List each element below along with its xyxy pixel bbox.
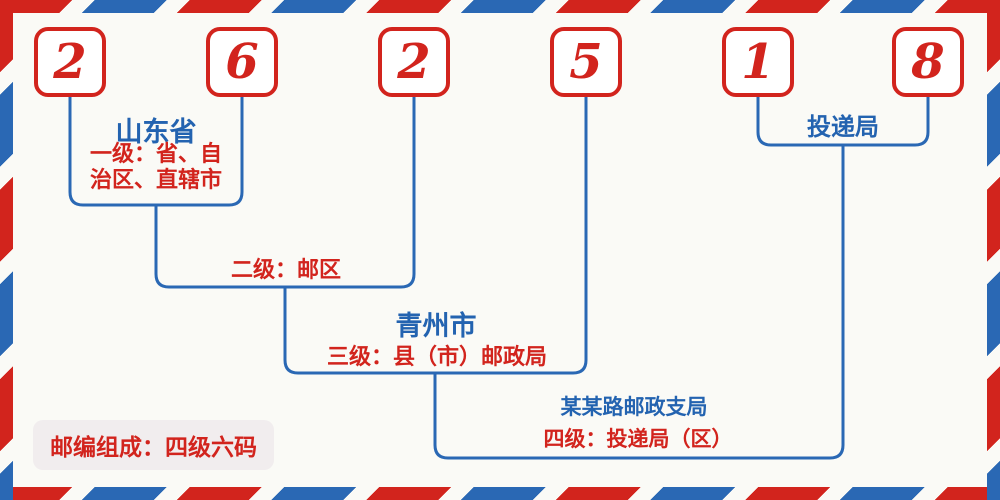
postal-digit-box-3: 2: [378, 27, 450, 97]
bracket-delivery: [756, 95, 930, 147]
postal-digit: 6: [225, 34, 259, 90]
level1-desc-label: 一级：省、自 治区、直辖市: [89, 142, 223, 193]
postal-digit: 8: [911, 34, 945, 90]
postal-digit-box-1: 2: [34, 27, 106, 97]
postal-code-composition-badge: 邮编组成：四级六码: [33, 420, 274, 470]
level2-desc-label: 二级：邮区: [230, 258, 342, 283]
badge-text: 邮编组成：四级六码: [50, 435, 257, 461]
airmail-stripe-border-left: [0, 0, 13, 500]
postal-digit-box-5: 1: [722, 27, 794, 97]
postal-digit: 2: [397, 34, 431, 90]
level3-desc-label: 三级：县（市）邮政局: [326, 345, 548, 370]
postal-digit-box-4: 5: [550, 27, 622, 97]
level4-desc-label: 四级：投递局（区）: [543, 427, 733, 451]
level3-city-label: 青州市: [395, 311, 477, 342]
delivery-bureau-label: 投递局: [807, 113, 879, 141]
airmail-stripe-border-right: [987, 0, 1000, 500]
postal-digit-box-6: 8: [892, 27, 964, 97]
airmail-stripe-border-bottom: [0, 487, 1000, 500]
level4-branch-label: 某某路邮政支局: [560, 395, 708, 419]
postal-digit: 5: [569, 34, 603, 90]
level1-region-label: 山东省: [115, 117, 197, 148]
bracket-level4: [433, 144, 845, 460]
postal-digit-box-2: 6: [206, 27, 278, 97]
postal-digit: 1: [741, 34, 775, 90]
airmail-stripe-border-top: [0, 0, 1000, 13]
postal-digit: 2: [53, 34, 87, 90]
